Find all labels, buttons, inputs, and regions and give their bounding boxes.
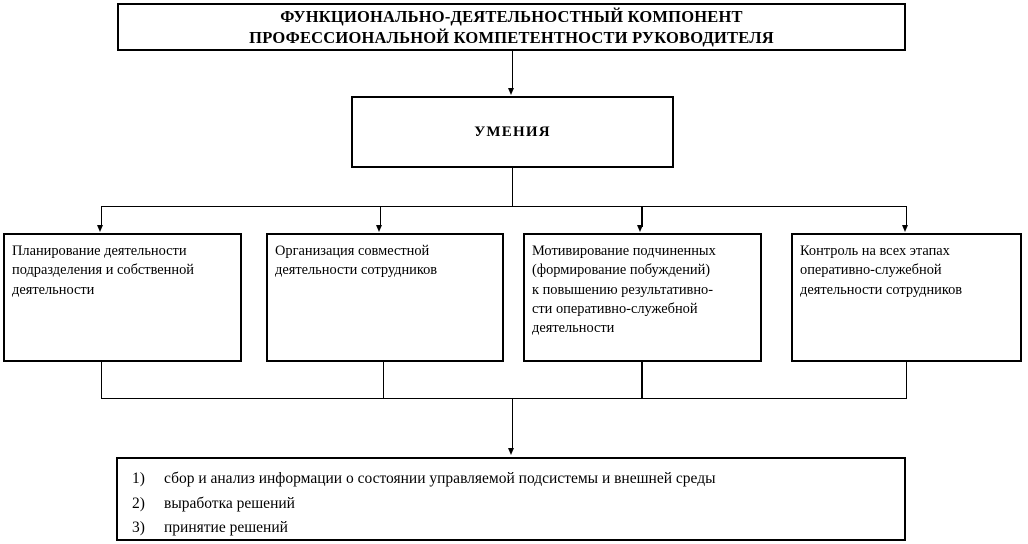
- leaf-4-line-2: оперативно-служебной: [800, 262, 942, 279]
- connector-skills-stem: [512, 168, 513, 207]
- arrowhead-leaf-3-in: [637, 225, 644, 232]
- connector-bus-to-list: [512, 398, 513, 449]
- arrowhead-title-to-skills: [508, 88, 515, 95]
- leaf-4-line-3: деятельности сотрудников: [800, 281, 963, 298]
- connector-bus-to-leaf-3: [641, 206, 643, 227]
- connector-bus-to-leaf-1: [101, 206, 102, 227]
- numbered-list: 1) сбор и анализ информации о состоянии …: [118, 467, 904, 541]
- leaf-3-line-2: (формирование побуждений): [532, 262, 711, 279]
- leaf-box-motivation: Мотивирование подчиненных (формирование …: [523, 233, 762, 362]
- list-item-marker: 1): [132, 470, 145, 487]
- leaf-4-line-1: Контроль на всех этапах: [800, 243, 950, 259]
- leaf-box-organization-text: Организация совместной деятельности сотр…: [275, 242, 496, 281]
- arrowhead-leaf-1-in: [97, 225, 104, 232]
- list-item-marker: 3): [132, 519, 145, 536]
- leaf-2-line-2: деятельности сотрудников: [275, 262, 438, 279]
- leaf-2-line-1: Организация совместной: [275, 243, 430, 259]
- list-item: 2) выработка решений: [118, 492, 904, 517]
- connector-bus-to-leaf-4: [906, 206, 907, 227]
- leaf-3-line-4: сти оперативно-служебной: [532, 300, 698, 317]
- list-box: 1) сбор и анализ информации о состоянии …: [116, 457, 906, 541]
- leaf-box-control-text: Контроль на всех этапах оперативно-служе…: [800, 242, 1014, 300]
- title-box: ФУНКЦИОНАЛЬНО-ДЕЯТЕЛЬНОСТНЫЙ КОМПОНЕНТ П…: [117, 3, 906, 51]
- leaf-1-line-3: деятельности: [12, 281, 95, 298]
- leaf-box-planning-text: Планирование деятельности подразделения …: [12, 242, 234, 300]
- leaf-box-motivation-text: Мотивирование подчиненных (формирование …: [532, 242, 754, 338]
- list-item-label: принятие решений: [164, 519, 288, 536]
- leaf-3-line-5: деятельности: [532, 320, 615, 337]
- connector-leaf-1-out: [101, 361, 102, 399]
- title-text: ФУНКЦИОНАЛЬНО-ДЕЯТЕЛЬНОСТНЫЙ КОМПОНЕНТ П…: [243, 6, 780, 48]
- connector-leaf-2-out: [383, 361, 384, 399]
- leaf-box-planning: Планирование деятельности подразделения …: [3, 233, 242, 362]
- connector-title-to-skills: [512, 51, 513, 89]
- distribution-bus-top: [101, 206, 907, 207]
- title-line-1: ФУНКЦИОНАЛЬНО-ДЕЯТЕЛЬНОСТНЫЙ КОМПОНЕНТ: [280, 7, 743, 26]
- leaf-1-line-1: Планирование деятельности: [12, 243, 187, 259]
- list-item-marker: 2): [132, 494, 145, 512]
- list-item: 1) сбор и анализ информации о состоянии …: [118, 467, 904, 492]
- arrowhead-list-in: [508, 448, 515, 455]
- arrowhead-leaf-2-in: [376, 225, 383, 232]
- connector-leaf-3-out: [641, 361, 643, 399]
- connector-leaf-4-out: [906, 361, 907, 399]
- arrowhead-leaf-4-in: [902, 225, 909, 232]
- leaf-box-organization: Организация совместной деятельности сотр…: [266, 233, 504, 362]
- leaf-1-line-2: подразделения и собственной: [12, 262, 194, 279]
- leaf-3-line-1: Мотивирование подчиненных: [532, 243, 716, 259]
- collector-bus-bottom: [101, 398, 907, 399]
- skills-box: УМЕНИЯ: [351, 96, 674, 168]
- list-item-label: выработка решений: [164, 494, 295, 512]
- list-item: 3) принятие решений: [118, 516, 904, 541]
- skills-label: УМЕНИЯ: [474, 123, 551, 140]
- connector-bus-to-leaf-2: [380, 206, 381, 227]
- leaf-3-line-3: к повышению результативно-: [532, 281, 714, 298]
- title-line-2: ПРОФЕССИОНАЛЬНОЙ КОМПЕТЕНТНОСТИ РУКОВОДИ…: [249, 28, 774, 47]
- list-item-label: сбор и анализ информации о состоянии упр…: [164, 470, 716, 487]
- leaf-box-control: Контроль на всех этапах оперативно-служе…: [791, 233, 1022, 362]
